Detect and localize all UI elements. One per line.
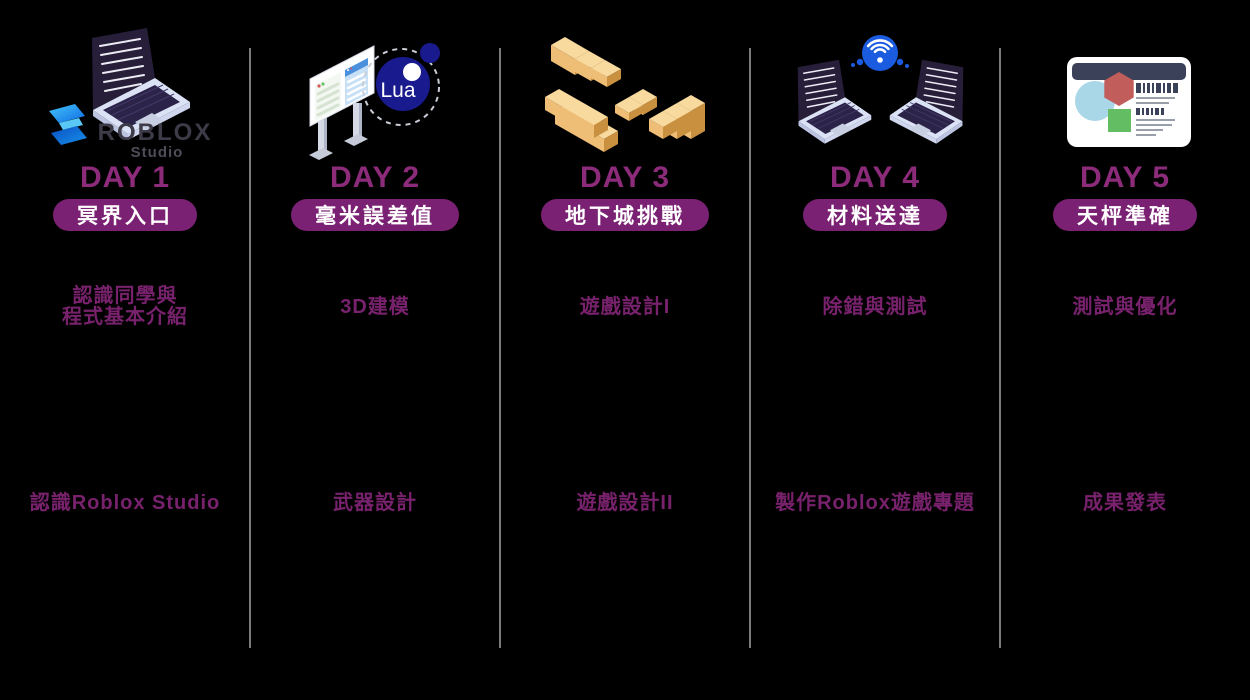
day-column-3: DAY 3 地下城挑戰 遊戲設計I 遊戲設計II — [500, 0, 750, 700]
day-theme-badge: 地下城挑戰 — [541, 199, 709, 231]
presentation-board-icon — [1067, 57, 1191, 147]
day-theme-badge: 天枰準確 — [1053, 199, 1197, 231]
course-item: 遊戲設計I — [500, 284, 750, 330]
course-item: 認識Roblox Studio — [29, 492, 221, 514]
day-label: DAY 4 — [829, 161, 921, 194]
course-item-line: 遊戲設計I — [579, 295, 671, 318]
badge-label: 材料送達 — [827, 205, 923, 228]
day-column-1: ROBLOX Studio DAY 1 冥界入口 認識同學與 程式基本介紹 認識… — [0, 0, 250, 700]
day-column-2: Lua DAY 2 毫米誤差值 3D建模 武器設計 — [250, 0, 500, 700]
course-item-line: 認識同學與 — [72, 285, 178, 307]
course-item-line: 程式基本介紹 — [62, 306, 188, 328]
course-item: 製作Roblox遊戲專題 — [775, 492, 975, 514]
badge-label: 冥界入口 — [77, 205, 173, 228]
day-theme-badge: 材料送達 — [803, 199, 947, 231]
isometric-blocks-icon — [545, 37, 705, 152]
column-divider — [999, 48, 1001, 648]
day-theme-badge: 毫米誤差值 — [291, 199, 459, 231]
badge-label: 地下城挑戰 — [565, 205, 685, 228]
billboard-lua-icon: Lua — [309, 43, 440, 160]
roblox-studio-laptop-icon: ROBLOX Studio — [49, 27, 213, 160]
day-column-4: DAY 4 材料送達 除錯與測試 製作Roblox遊戲專題 — [750, 0, 1000, 700]
course-item: 3D建模 — [250, 284, 500, 330]
day-theme-badge: 冥界入口 — [53, 199, 197, 231]
roblox-logo-text: ROBLOX — [98, 119, 213, 146]
course-item-line: 測試與優化 — [1072, 295, 1178, 318]
day-column-5: DAY 5 天枰準確 測試與優化 成果發表 — [1000, 0, 1250, 700]
day-label: DAY 1 — [79, 161, 171, 194]
roblox-studio-text: Studio — [131, 144, 184, 160]
laptops-wifi-icon — [797, 35, 964, 145]
badge-label: 天枰準確 — [1077, 205, 1173, 228]
course-item: 除錯與測試 — [750, 284, 1000, 330]
course-item: 成果發表 — [1083, 492, 1167, 514]
day-label: DAY 5 — [1079, 161, 1171, 194]
course-item: 測試與優化 — [1000, 284, 1250, 330]
course-item: 認識同學與 程式基本介紹 — [0, 284, 250, 330]
course-item: 武器設計 — [333, 492, 417, 514]
course-item: 遊戲設計II — [576, 492, 674, 514]
course-item-line: 3D建模 — [340, 295, 410, 318]
column-divider — [249, 48, 251, 648]
day-label: DAY 2 — [329, 161, 421, 194]
column-divider — [499, 48, 501, 648]
day-label: DAY 3 — [579, 161, 671, 194]
badge-label: 毫米誤差值 — [315, 205, 435, 228]
course-item-line: 除錯與測試 — [822, 295, 928, 318]
lua-logo-text: Lua — [380, 79, 415, 102]
column-divider — [749, 48, 751, 648]
